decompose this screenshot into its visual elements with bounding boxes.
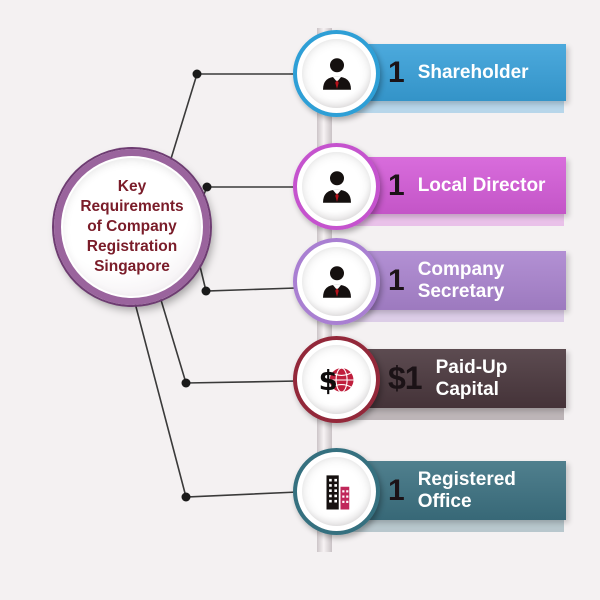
- connector-line: [169, 73, 296, 163]
- requirement-label: Company Secretary: [417, 258, 505, 302]
- bar-shadow: [334, 310, 564, 322]
- connector-line: [199, 186, 296, 205]
- connector-dot: [202, 182, 212, 192]
- bar-shadow: [334, 214, 564, 226]
- icon-circle: [293, 238, 380, 325]
- connector-line: [134, 302, 299, 498]
- person-icon: [322, 57, 351, 90]
- requirement-label: Paid-Up Capital: [435, 356, 508, 400]
- building-icon: [326, 474, 349, 509]
- dollar-globe-icon: $: [318, 365, 353, 397]
- connector-line: [197, 257, 297, 292]
- icon-circle: [293, 30, 380, 117]
- center-title-line: Registration: [86, 238, 178, 256]
- connector-dot: [181, 378, 191, 388]
- center-title-line: Singapore: [94, 258, 170, 276]
- connector-line: [157, 289, 299, 384]
- icon-circle: [293, 448, 380, 535]
- requirement-label: Local Director: [417, 174, 546, 196]
- requirement-label: Registered Office: [417, 468, 516, 512]
- person-icon: [322, 170, 351, 203]
- icon-circle: $: [293, 336, 380, 423]
- icon-circle: [293, 143, 380, 230]
- center-title: Key Requirements of Company Registration…: [80, 177, 183, 278]
- person-icon: [322, 265, 351, 298]
- count-value: $1: [388, 360, 423, 396]
- connector-dot: [181, 492, 191, 502]
- requirement-label: Shareholder: [417, 61, 529, 83]
- connector-dot: [192, 69, 202, 79]
- center-title-line: Requirements: [80, 197, 184, 215]
- count-value: 1: [388, 473, 405, 507]
- count-value: 1: [388, 263, 405, 297]
- connector-dot: [201, 286, 211, 296]
- bar-shadow: [334, 408, 564, 420]
- center-title-line: of Company: [87, 217, 177, 235]
- bar-shadow: [334, 520, 564, 532]
- center-title-line: Key: [117, 177, 147, 195]
- count-value: 1: [388, 55, 405, 89]
- svg-text:$: $: [318, 365, 337, 397]
- center-circle: Key Requirements of Company Registration…: [54, 149, 210, 305]
- count-value: 1: [388, 168, 405, 202]
- bar-shadow: [334, 101, 564, 113]
